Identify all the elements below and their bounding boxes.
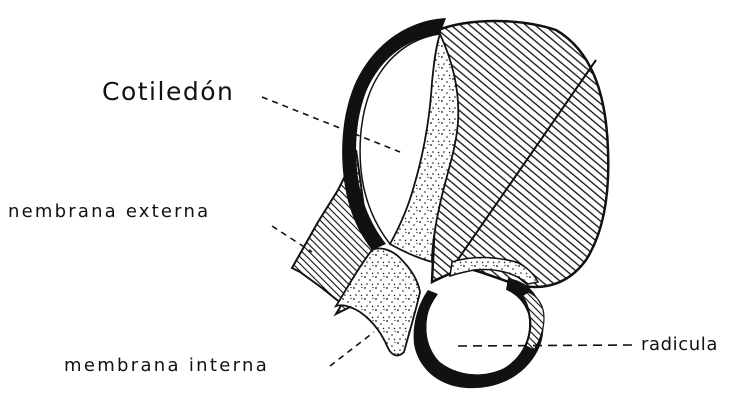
radicle xyxy=(427,282,530,374)
label-cotiledon: Cotiledón xyxy=(102,79,234,104)
seed-coat-hatched xyxy=(432,21,608,287)
leader-membrana-interna xyxy=(330,332,374,366)
label-membrana-externa: nembrana externa xyxy=(8,203,210,221)
label-radicula: radicula xyxy=(641,336,718,354)
label-membrana-interna: membrana interna xyxy=(64,357,269,375)
